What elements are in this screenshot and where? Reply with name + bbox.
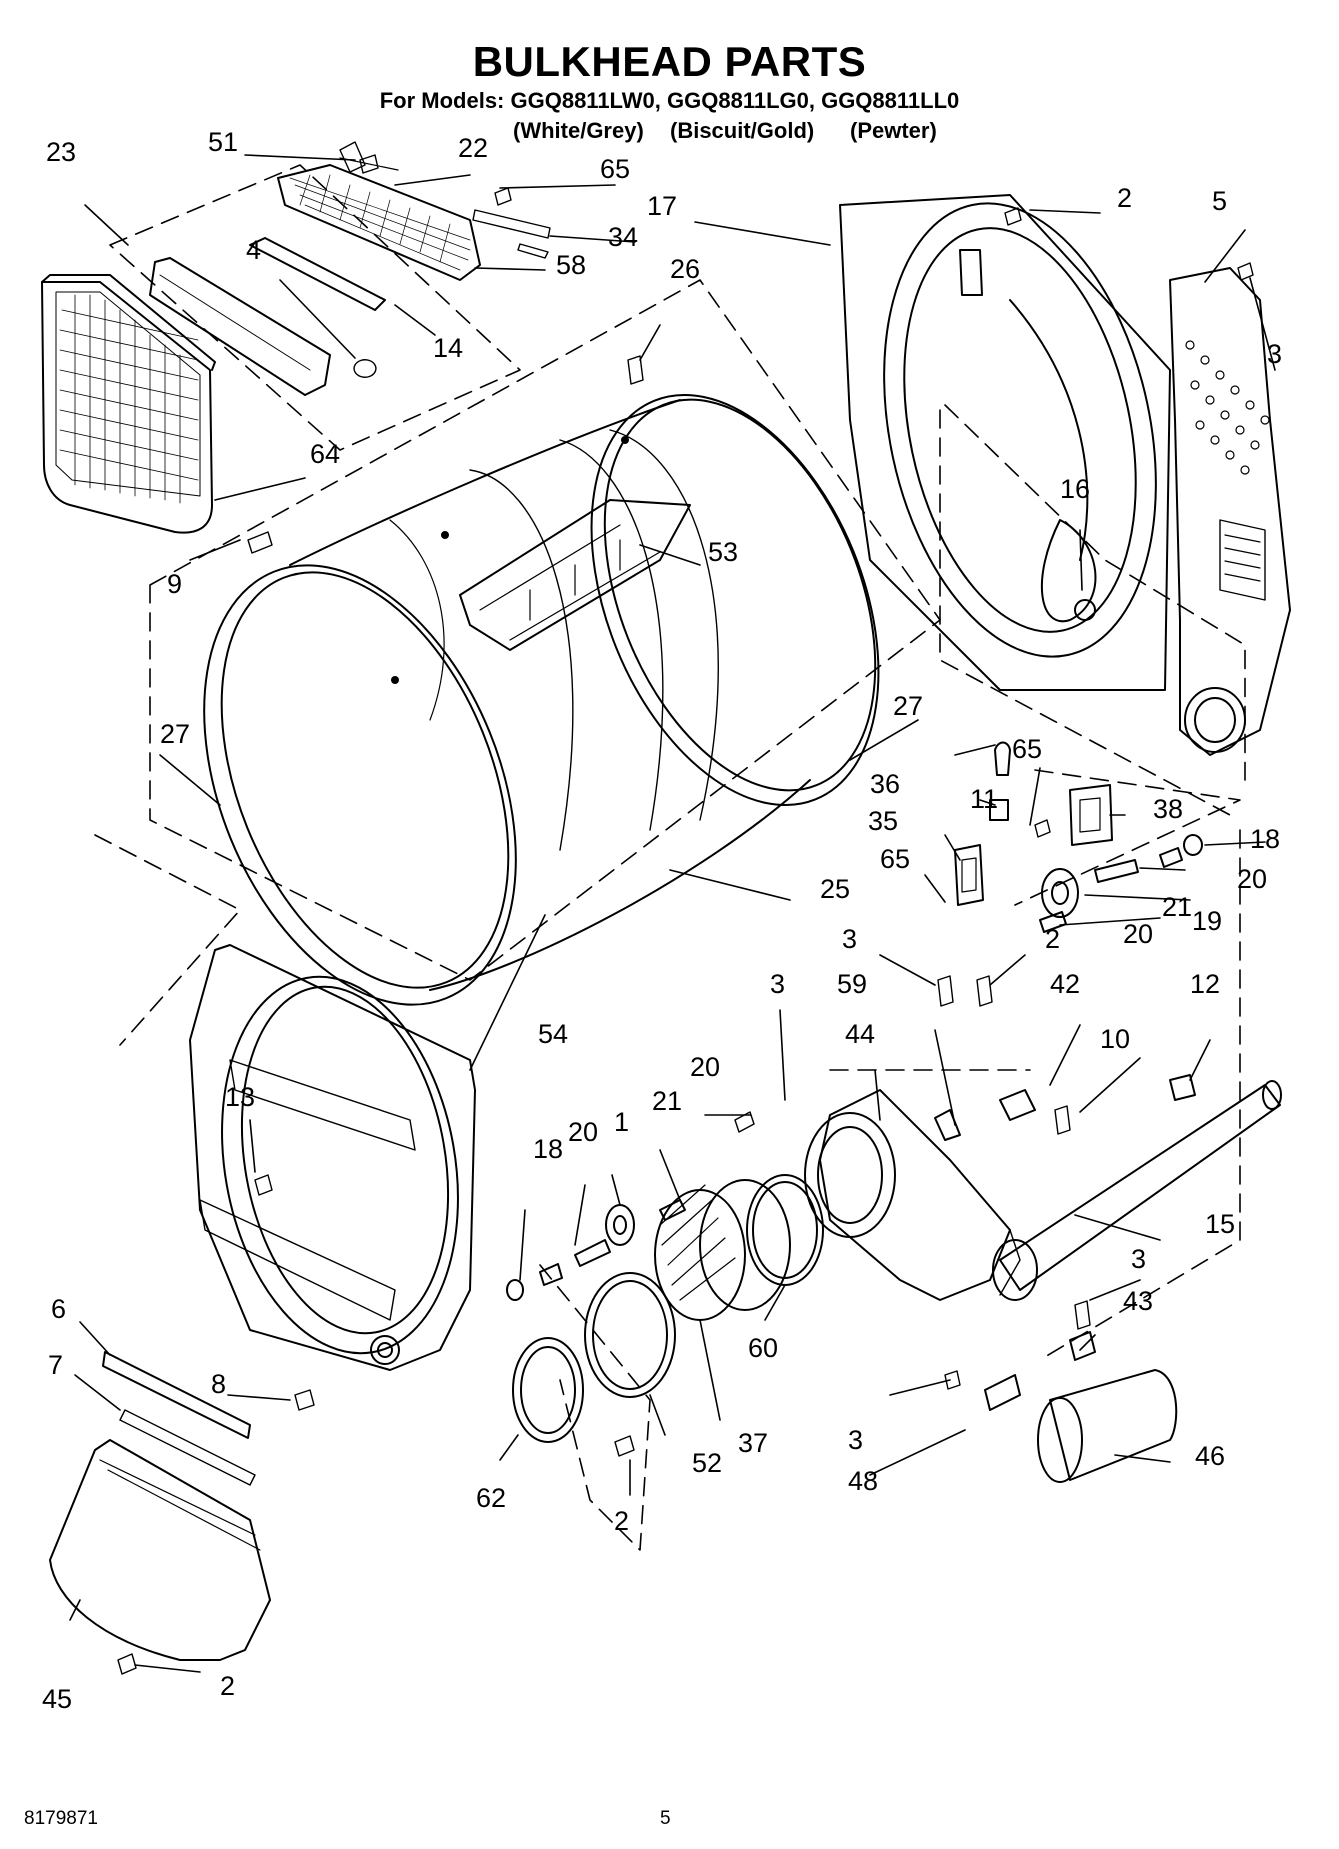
drum-25 <box>203 393 880 1006</box>
callout-48: 48 <box>848 1466 879 1496</box>
callout-20: 20 <box>690 1052 721 1082</box>
page-title: BULKHEAD PARTS <box>472 38 867 85</box>
callout-9: 9 <box>167 569 183 599</box>
leader-arrows <box>69 154 1276 1673</box>
variant-white-grey: (White/Grey) <box>513 118 644 143</box>
callout-27: 27 <box>160 719 191 749</box>
callout-17: 17 <box>647 191 678 221</box>
callout-25: 25 <box>820 874 851 904</box>
callout-16: 16 <box>1060 474 1091 504</box>
callout-44: 44 <box>845 1019 876 1049</box>
callout-26: 26 <box>670 254 701 284</box>
callout-19: 19 <box>1192 906 1223 936</box>
callout-64: 64 <box>310 439 341 469</box>
callout-21: 21 <box>1162 892 1193 922</box>
callout-10: 10 <box>1100 1024 1131 1054</box>
callout-46: 46 <box>1195 1441 1226 1471</box>
callout-51: 51 <box>208 127 239 157</box>
callout-65: 65 <box>1012 734 1043 764</box>
callout-27: 27 <box>893 691 924 721</box>
callout-2: 2 <box>220 1671 236 1701</box>
callout-37: 37 <box>738 1428 769 1458</box>
callout-5: 5 <box>1212 186 1228 216</box>
callout-14: 14 <box>433 333 464 363</box>
callout-8: 8 <box>211 1369 227 1399</box>
burner-can-46 <box>984 1331 1178 1483</box>
callout-52: 52 <box>692 1448 723 1478</box>
callout-3: 3 <box>842 924 858 954</box>
callout-4: 4 <box>246 235 262 265</box>
page-number: 5 <box>660 1808 671 1829</box>
callout-34: 34 <box>608 222 639 252</box>
callout-2: 2 <box>1045 924 1061 954</box>
callout-58: 58 <box>556 250 587 280</box>
callout-22: 22 <box>458 133 489 163</box>
callout-2: 2 <box>1117 183 1133 213</box>
callout-20: 20 <box>1123 919 1154 949</box>
callout-6: 6 <box>51 1294 67 1324</box>
callout-62: 62 <box>476 1483 507 1513</box>
callout-20: 20 <box>568 1117 599 1147</box>
rear-bulkhead-17 <box>839 194 1291 756</box>
thermostat-parts <box>934 741 1203 1141</box>
model-list: For Models: GGQ8811LW0, GGQ8811LG0, GGQ8… <box>379 88 960 113</box>
callout-23: 23 <box>46 137 77 167</box>
callout-12: 12 <box>1190 969 1221 999</box>
callout-60: 60 <box>748 1333 779 1363</box>
callout-15: 15 <box>1205 1209 1236 1239</box>
callout-11: 11 <box>970 784 999 814</box>
lint-screen-64 <box>41 274 216 534</box>
callout-35: 35 <box>868 806 899 836</box>
callout-3: 3 <box>1267 339 1283 369</box>
callout-13: 13 <box>225 1082 256 1112</box>
callout-18: 18 <box>533 1134 564 1164</box>
blower-assembly <box>506 1080 1282 1443</box>
callout-36: 36 <box>870 769 901 799</box>
variant-pewter: (Pewter) <box>850 118 937 143</box>
callout-2: 2 <box>614 1506 630 1536</box>
callout-3: 3 <box>770 969 786 999</box>
callout-7: 7 <box>48 1350 64 1380</box>
callout-65: 65 <box>600 154 631 184</box>
callout-59: 59 <box>837 969 868 999</box>
callout-54: 54 <box>538 1019 569 1049</box>
callout-1: 1 <box>614 1107 630 1137</box>
callout-3: 3 <box>848 1425 864 1455</box>
callout-53: 53 <box>708 537 739 567</box>
screws <box>117 154 1254 1675</box>
assembly-outlines <box>94 164 1246 1551</box>
front-bulkhead-54 <box>189 944 476 1371</box>
callout-45: 45 <box>42 1684 73 1714</box>
callout-65: 65 <box>880 844 911 874</box>
callout-18: 18 <box>1250 824 1281 854</box>
callout-3: 3 <box>1131 1244 1147 1274</box>
lint-duct-45 <box>49 1351 271 1661</box>
callout-43: 43 <box>1123 1286 1154 1316</box>
variant-biscuit-gold: (Biscuit/Gold) <box>670 118 815 143</box>
callout-20: 20 <box>1237 864 1268 894</box>
callout-42: 42 <box>1050 969 1081 999</box>
callout-38: 38 <box>1153 794 1184 824</box>
callout-21: 21 <box>652 1086 683 1116</box>
document-number: 8179871 <box>24 1808 98 1829</box>
